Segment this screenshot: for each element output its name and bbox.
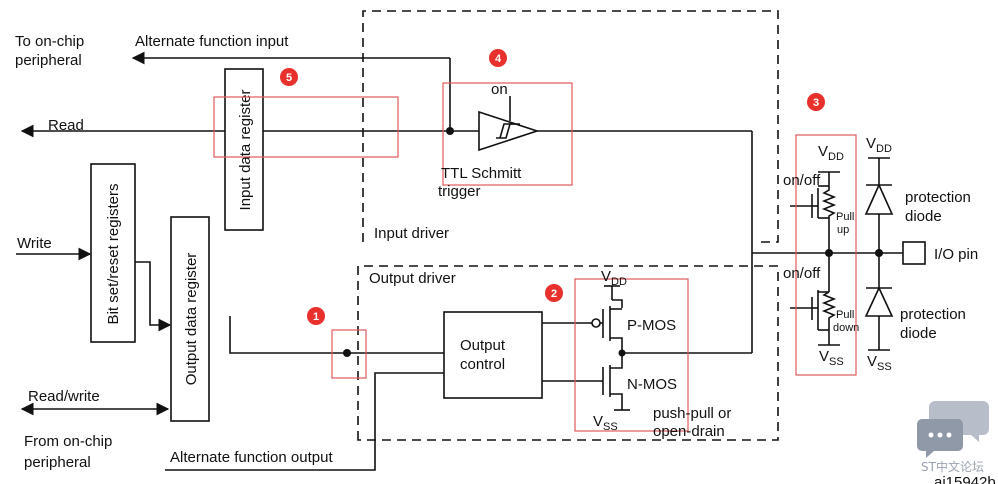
diode-junction-dot bbox=[875, 249, 883, 257]
badge-1: 1 bbox=[307, 307, 325, 325]
badge-2: 2 bbox=[545, 284, 563, 302]
output-control-box bbox=[443, 311, 543, 399]
highlight-box-3 bbox=[795, 134, 857, 376]
label-io-pin: I/O pin bbox=[934, 246, 978, 263]
label-from-on-chip: From on-chip bbox=[24, 433, 112, 450]
highlight-boxes bbox=[213, 82, 857, 432]
input-driver-box bbox=[362, 10, 779, 243]
label-vss-pull: VSS bbox=[819, 348, 844, 368]
pull-junction-dot bbox=[825, 249, 833, 257]
svg-text:1: 1 bbox=[313, 311, 319, 323]
label-vdd-mos: VDD bbox=[601, 268, 627, 288]
label-read: Read bbox=[48, 117, 84, 134]
mos-output-node-dot bbox=[618, 349, 626, 357]
output-data-register-label: Output data register bbox=[183, 253, 200, 386]
chat-bubble-icon bbox=[917, 401, 989, 458]
label-pull-up-1: Pull bbox=[836, 211, 854, 223]
bit-set-reset-register-label: Bit set/reset registers bbox=[105, 184, 122, 325]
label-open-drain: open-drain bbox=[653, 423, 725, 440]
schmitt-trigger bbox=[478, 96, 540, 152]
label-diode-1: diode bbox=[905, 208, 942, 225]
label-peripheral-top: peripheral bbox=[15, 52, 82, 69]
highlight-box-2 bbox=[574, 278, 689, 432]
svg-text:3: 3 bbox=[813, 97, 819, 109]
label-output-driver: Output driver bbox=[369, 270, 456, 287]
highlight-box-5 bbox=[213, 96, 399, 158]
highlight-box-1 bbox=[331, 329, 367, 379]
label-vss-diode: VSS bbox=[867, 353, 892, 373]
label-pull-down-1: Pull bbox=[836, 309, 854, 321]
label-vdd-pull: VDD bbox=[818, 143, 844, 163]
figure-id: ai15942b bbox=[934, 474, 996, 484]
read-junction-dot bbox=[446, 127, 454, 135]
label-trigger: trigger bbox=[438, 183, 481, 200]
output-driver-box bbox=[357, 265, 779, 441]
mos-transistors bbox=[589, 285, 752, 411]
label-on: on bbox=[491, 81, 508, 98]
label-read-write: Read/write bbox=[28, 388, 100, 405]
label-output-control-1: Output bbox=[460, 337, 506, 354]
label-protection-2: protection bbox=[900, 306, 966, 323]
highlight-box-4 bbox=[442, 82, 573, 186]
bit-set-reset-register-box bbox=[90, 163, 136, 343]
label-output-control-2: control bbox=[460, 356, 505, 373]
output-mux-dot bbox=[343, 349, 351, 357]
label-diode-2: diode bbox=[900, 325, 937, 342]
label-pull-up-2: up bbox=[837, 224, 849, 236]
svg-text:2: 2 bbox=[551, 288, 557, 300]
label-alt-func-input: Alternate function input bbox=[135, 33, 289, 50]
badge-4: 4 bbox=[489, 49, 507, 67]
label-push-pull: push-pull or bbox=[653, 405, 731, 422]
label-pull-down-2: down bbox=[833, 322, 859, 334]
label-on-off-bottom: on/off bbox=[783, 265, 821, 282]
io-pin-box bbox=[902, 241, 926, 265]
input-data-register-label: Input data register bbox=[237, 90, 254, 211]
input-data-register-box bbox=[224, 68, 264, 231]
svg-text:4: 4 bbox=[495, 53, 502, 65]
output-data-register-box bbox=[170, 216, 210, 422]
label-write: Write bbox=[17, 235, 52, 252]
label-ttl-schmitt: TTL Schmitt bbox=[441, 165, 522, 182]
label-n-mos: N-MOS bbox=[627, 376, 677, 393]
label-on-off-top: on/off bbox=[783, 172, 821, 189]
label-p-mos: P-MOS bbox=[627, 317, 676, 334]
pull-resistors bbox=[752, 171, 903, 346]
label-protection-1: protection bbox=[905, 189, 971, 206]
label-alt-func-output: Alternate function output bbox=[170, 449, 333, 466]
label-input-driver: Input driver bbox=[374, 225, 449, 242]
svg-text:5: 5 bbox=[286, 72, 292, 84]
label-peripheral-bottom: peripheral bbox=[24, 454, 91, 471]
badge-3: 3 bbox=[807, 93, 825, 111]
label-vss-mos: VSS bbox=[593, 413, 618, 433]
label-vdd-diode: VDD bbox=[866, 135, 892, 155]
watermark-text: ST中文论坛 bbox=[921, 459, 984, 474]
badge-5: 5 bbox=[280, 68, 298, 86]
protection-diodes bbox=[864, 157, 894, 351]
label-to-on-chip: To on-chip bbox=[15, 33, 84, 50]
